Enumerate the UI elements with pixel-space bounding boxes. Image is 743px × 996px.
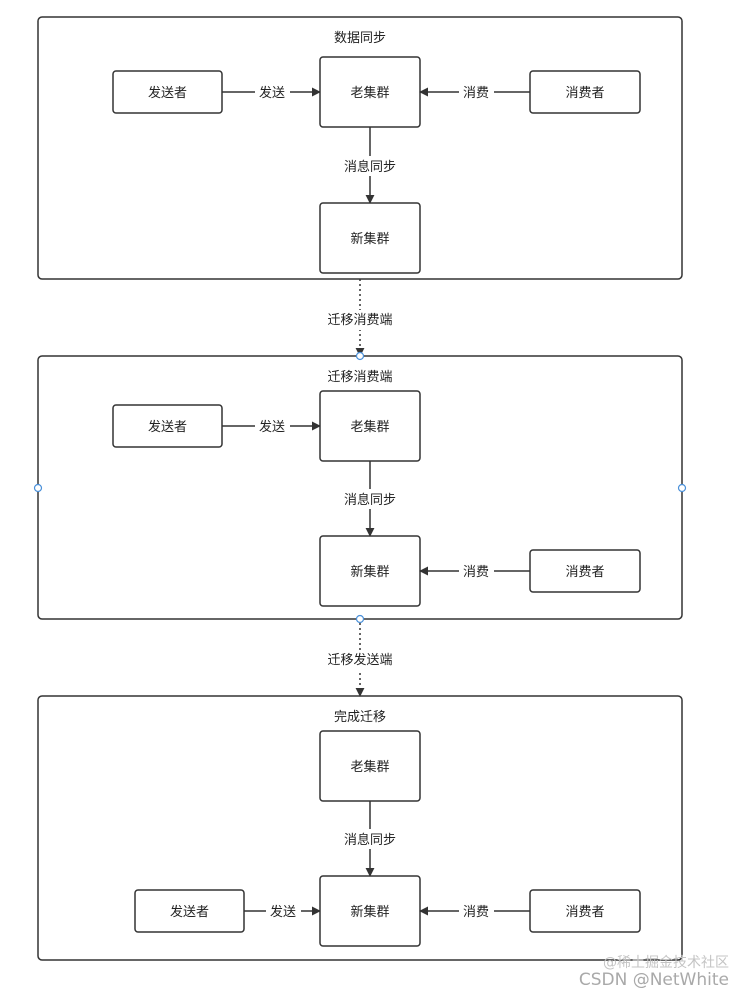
sync-label: 消息同步 [344,492,396,508]
new-cluster-node[interactable]: 新集群 [319,875,421,947]
old-cluster-label: 老集群 [350,419,389,435]
consume-label: 消费 [463,905,489,920]
watermark-csdn: CSDN @NetWhite [578,970,729,990]
consume-label: 消费 [463,565,489,580]
producer-node[interactable]: 发送者 [134,889,245,933]
panel-title: 数据同步 [334,31,386,46]
producer-node[interactable]: 发送者 [112,70,223,114]
sync-label: 消息同步 [344,159,396,175]
producer-label: 发送者 [148,419,187,435]
panel-migrate-consumer: 迁移消费端 发送者 发送 老集群 消息同步 新集群 消费 消费者 [33,351,687,624]
old-cluster-label: 老集群 [350,759,389,775]
watermark-juejin: @稀土掘金技术社区 [603,955,729,971]
new-cluster-label: 新集群 [350,231,389,247]
consumer-node[interactable]: 消费者 [529,70,641,114]
transition-migrate-producer: 迁移发送端 [322,623,398,697]
consumer-label: 消费者 [565,86,604,101]
consumer-label: 消费者 [565,565,604,580]
selection-handle-bottom[interactable] [355,614,365,624]
send-label: 发送 [259,419,285,435]
send-label: 发送 [259,85,285,101]
transition-label: 迁移消费端 [327,313,392,328]
transition-label: 迁移发送端 [327,652,392,668]
new-cluster-node[interactable]: 新集群 [319,535,421,607]
consumer-node[interactable]: 消费者 [529,889,641,933]
selection-handle-top[interactable] [355,351,365,361]
new-cluster-node[interactable]: 新集群 [319,202,421,274]
panel-title: 完成迁移 [334,710,386,725]
selection-handle-right[interactable] [677,483,687,493]
producer-node[interactable]: 发送者 [112,404,223,448]
old-cluster-node[interactable]: 老集群 [319,56,421,128]
panel-title: 迁移消费端 [327,370,392,385]
old-cluster-node[interactable]: 老集群 [319,730,421,802]
selection-handle-left[interactable] [33,483,43,493]
send-label: 发送 [270,904,296,920]
consume-label: 消费 [463,86,489,101]
consumer-node[interactable]: 消费者 [529,549,641,593]
transition-migrate-consumer: 迁移消费端 [322,279,398,357]
consumer-label: 消费者 [565,905,604,920]
sync-label: 消息同步 [344,832,396,848]
panel-migration-complete: 完成迁移 老集群 消息同步 发送者 发送 新集群 消费 消费者 [37,695,683,961]
old-cluster-node[interactable]: 老集群 [319,390,421,462]
producer-label: 发送者 [148,85,187,101]
panel-data-sync: 数据同步 发送者 发送 老集群 消费 消费者 消息同步 新集群 [37,16,683,280]
producer-label: 发送者 [170,904,209,920]
new-cluster-label: 新集群 [350,904,389,920]
new-cluster-label: 新集群 [350,564,389,580]
panel-frame [37,695,683,961]
old-cluster-label: 老集群 [350,85,389,101]
